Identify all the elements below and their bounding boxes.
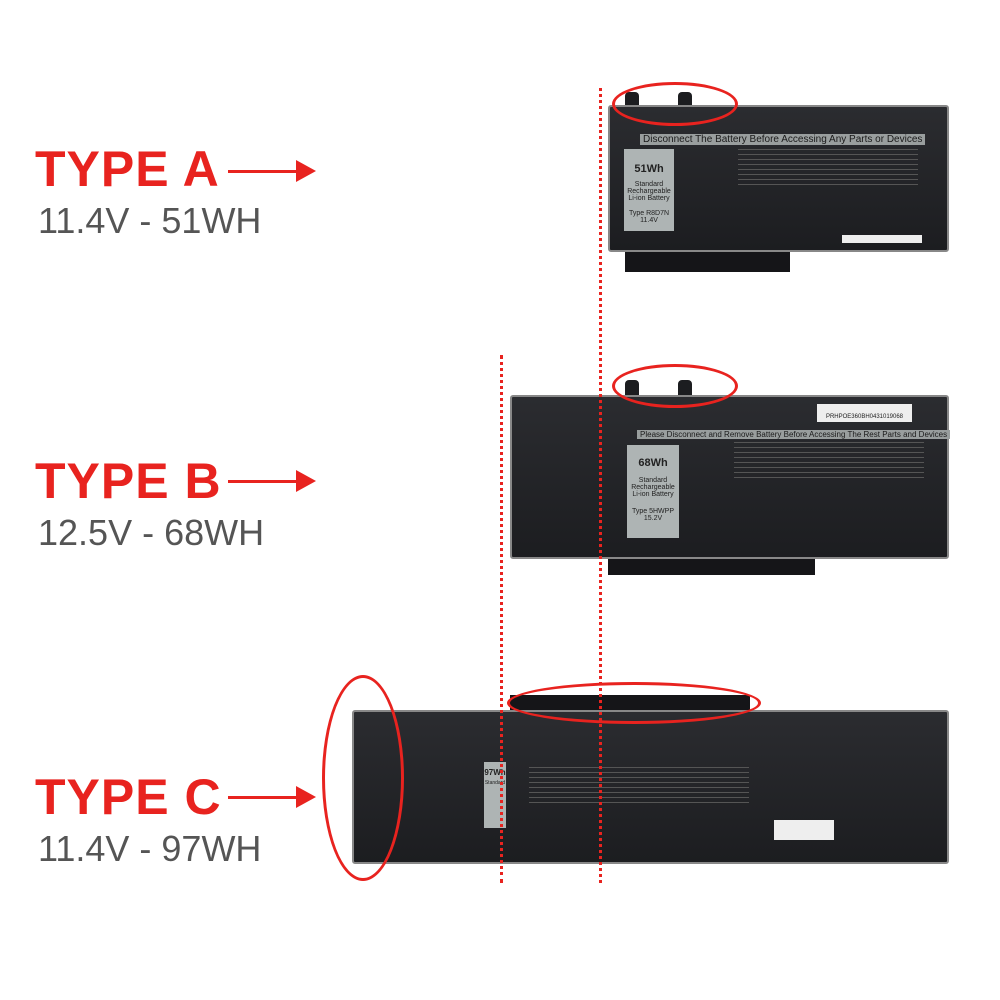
- alignment-line: [599, 88, 602, 883]
- barcode: PRHPOE360BH0431019068: [817, 404, 912, 422]
- type-a-spec: 11.4V - 51WH: [38, 200, 262, 241]
- fine-print: [529, 767, 749, 807]
- warning-banner: Please Disconnect and Remove Battery Bef…: [637, 430, 951, 439]
- arrow-icon: [228, 160, 316, 182]
- battery-b: PRHPOE360BH0431019068 Please Disconnect …: [510, 395, 951, 559]
- battery-a: Disconnect The Battery Before Accessing …: [608, 105, 949, 252]
- arrow-icon: [228, 470, 316, 492]
- highlight-ellipse: [612, 364, 738, 408]
- barcode: [774, 820, 834, 840]
- highlight-ellipse: [612, 82, 738, 126]
- type-c-spec: 11.4V - 97WH: [38, 828, 262, 869]
- type-b-spec: 12.5V - 68WH: [38, 512, 265, 553]
- highlight-ellipse: [322, 675, 404, 881]
- barcode: [842, 235, 922, 243]
- type-b-title: TYPE B: [35, 453, 222, 509]
- highlight-ellipse: [507, 682, 761, 724]
- arrow-icon: [228, 786, 316, 808]
- type-c-title: TYPE C: [35, 769, 222, 825]
- type-a-title: TYPE A: [35, 141, 220, 197]
- alignment-line: [500, 355, 503, 883]
- battery-c: 97Wh Standard: [352, 710, 949, 864]
- fine-print: [738, 149, 918, 189]
- fine-print: [734, 442, 924, 482]
- warning-banner: Disconnect The Battery Before Accessing …: [640, 134, 926, 145]
